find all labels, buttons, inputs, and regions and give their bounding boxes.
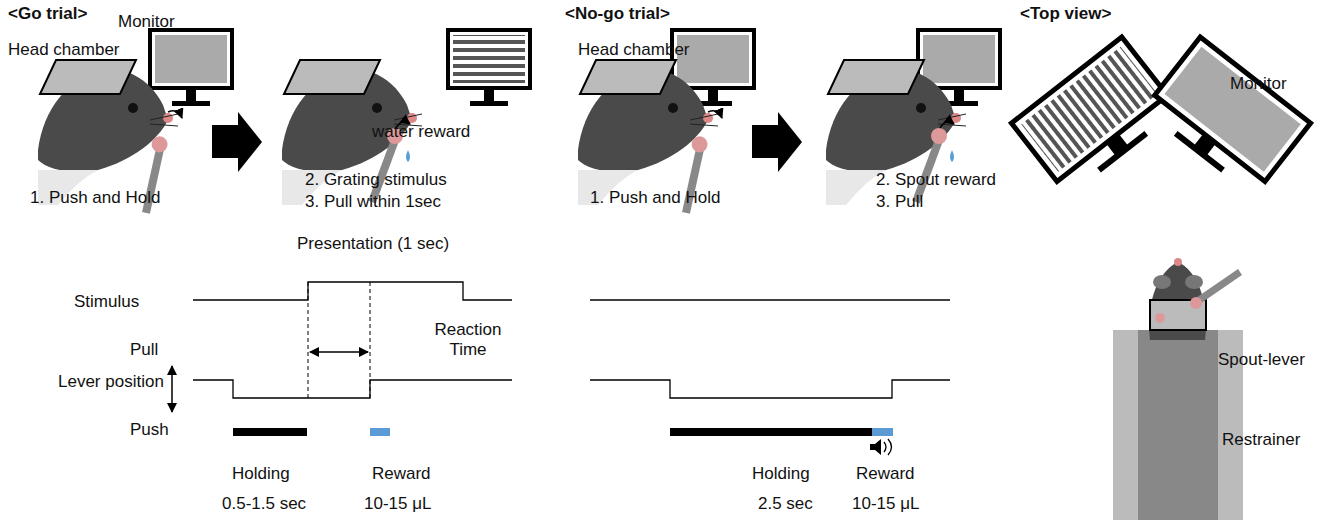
text-label: 2.5 sec bbox=[758, 494, 813, 514]
text-label: 2. Spout reward bbox=[876, 170, 996, 190]
text-label: Head chamber bbox=[578, 40, 690, 60]
text-label: Pull bbox=[130, 340, 158, 360]
text-label: 3. Pull within 1sec bbox=[305, 192, 441, 212]
text-label: Monitor bbox=[118, 12, 175, 32]
text-label: 10-15 μL bbox=[852, 494, 919, 514]
text-label: 3. Pull bbox=[876, 192, 923, 212]
text-label: water reward bbox=[372, 122, 470, 142]
text-label: Push bbox=[130, 420, 169, 440]
timing-label: Reaction Time bbox=[418, 320, 518, 359]
text-label: 1. Push and Hold bbox=[30, 188, 160, 208]
section-title: <Top view> bbox=[1020, 4, 1111, 24]
text-label: Reward bbox=[372, 464, 431, 484]
text-label: Spout-lever bbox=[1218, 350, 1305, 370]
text-label: 2. Grating stimulus bbox=[305, 170, 447, 190]
section-title: <No-go trial> bbox=[565, 4, 670, 24]
text-label: Head chamber bbox=[8, 40, 120, 60]
text-label: 10-15 μL bbox=[364, 494, 431, 514]
text-label: Holding bbox=[232, 464, 290, 484]
text-label: Lever position bbox=[58, 372, 164, 392]
text-label: Reward bbox=[856, 464, 915, 484]
text-label: Holding bbox=[752, 464, 810, 484]
text-label: Stimulus bbox=[74, 292, 139, 312]
text-label: 1. Push and Hold bbox=[590, 188, 720, 208]
text-label: Restrainer bbox=[1222, 430, 1300, 450]
section-title: <Go trial> bbox=[8, 4, 87, 24]
text-label: Monitor bbox=[1230, 74, 1287, 94]
text-label: Presentation (1 sec) bbox=[297, 234, 449, 254]
text-label: 0.5-1.5 sec bbox=[222, 494, 306, 514]
